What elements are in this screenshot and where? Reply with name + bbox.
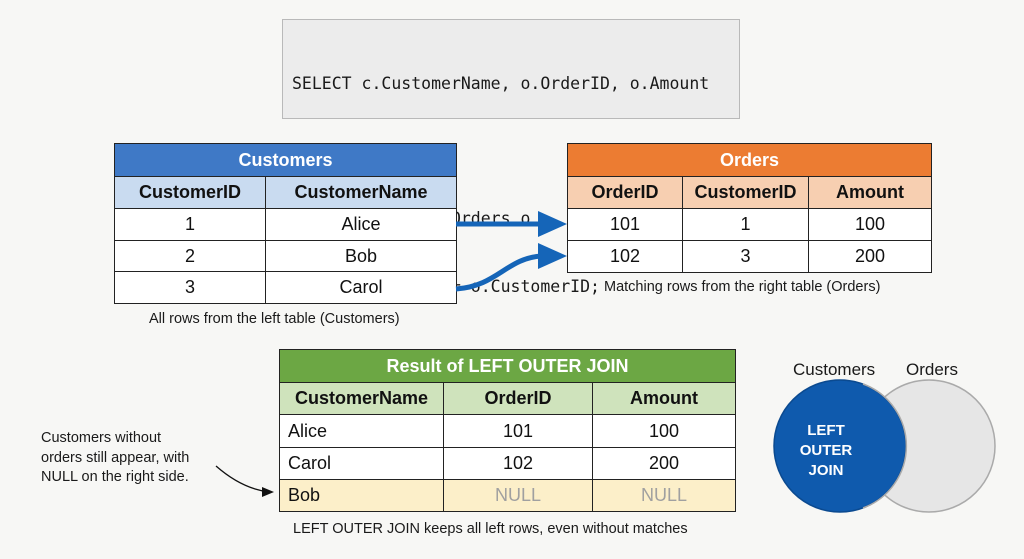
table-cell: 100: [807, 208, 933, 241]
table-cell: 100: [591, 414, 737, 448]
result-table: Result of LEFT OUTER JOIN CustomerName O…: [278, 349, 737, 512]
note-line: Customers without: [41, 430, 162, 446]
venn-center-line: OUTER: [799, 442, 853, 459]
table-cell: Carol: [265, 271, 457, 304]
null-cell: NULL: [443, 479, 593, 512]
table-cell: 3: [114, 271, 266, 304]
arrow-alice-to-101: [456, 211, 567, 237]
orders-caption: Matching rows from the right table (Orde…: [604, 279, 881, 295]
column-header: Amount: [807, 176, 933, 209]
table-row: Alice 101 100: [279, 414, 737, 448]
table-cell: Bob: [265, 240, 457, 272]
column-header: CustomerID: [114, 176, 266, 209]
null-cell: NULL: [591, 479, 737, 512]
venn-orders-label: Orders: [906, 360, 958, 379]
column-header: CustomerName: [279, 382, 444, 415]
table-cell: 102: [443, 447, 593, 480]
note-pointer-arrow: [215, 465, 274, 497]
null-table-row: Bob NULL NULL: [279, 479, 737, 512]
column-header: OrderID: [443, 382, 593, 415]
column-header: OrderID: [567, 176, 683, 209]
table-row: 102 3 200: [567, 240, 933, 273]
table-row: 101 1 100: [567, 208, 933, 241]
column-header: CustomerID: [682, 176, 809, 209]
note-line: NULL on the right side.: [41, 469, 189, 485]
column-header: CustomerName: [265, 176, 457, 209]
table-cell: 101: [567, 208, 683, 241]
sql-line: SELECT c.CustomerName, o.OrderID, o.Amou…: [292, 74, 710, 93]
table-row: 3 Carol: [114, 271, 457, 304]
table-cell: Carol: [279, 447, 444, 480]
customers-caption: All rows from the left table (Customers): [149, 311, 400, 327]
venn-center-line: JOIN: [808, 462, 844, 479]
orders-table: Orders OrderID CustomerID Amount 101 1 1…: [566, 143, 933, 273]
column-header: Amount: [591, 382, 737, 415]
table-cell: 200: [591, 447, 737, 480]
result-caption: LEFT OUTER JOIN keeps all left rows, eve…: [293, 521, 688, 537]
arrow-carol-to-102: [455, 243, 567, 292]
table-row: Carol 102 200: [279, 447, 737, 480]
table-cell: 3: [682, 240, 809, 273]
table-cell: Alice: [279, 414, 444, 448]
customers-table-title: Customers: [114, 143, 457, 177]
table-cell: Alice: [265, 208, 457, 241]
customers-table: Customers CustomerID CustomerName 1 Alic…: [114, 143, 457, 304]
venn-center-line: LEFT: [807, 422, 845, 439]
table-cell: 101: [443, 414, 593, 448]
result-table-title: Result of LEFT OUTER JOIN: [278, 349, 737, 383]
venn-center-label: LEFT OUTER JOIN: [786, 421, 866, 481]
venn-diagram: [773, 379, 996, 513]
table-row: 1 Alice: [114, 208, 457, 241]
table-cell: Bob: [279, 479, 444, 512]
note-line: orders still appear, with: [41, 449, 190, 466]
table-cell: 1: [114, 208, 266, 241]
venn-customers-label: Customers: [793, 360, 876, 379]
table-cell: 200: [807, 240, 933, 273]
null-note: Customers without orders still appear, w…: [41, 429, 189, 488]
